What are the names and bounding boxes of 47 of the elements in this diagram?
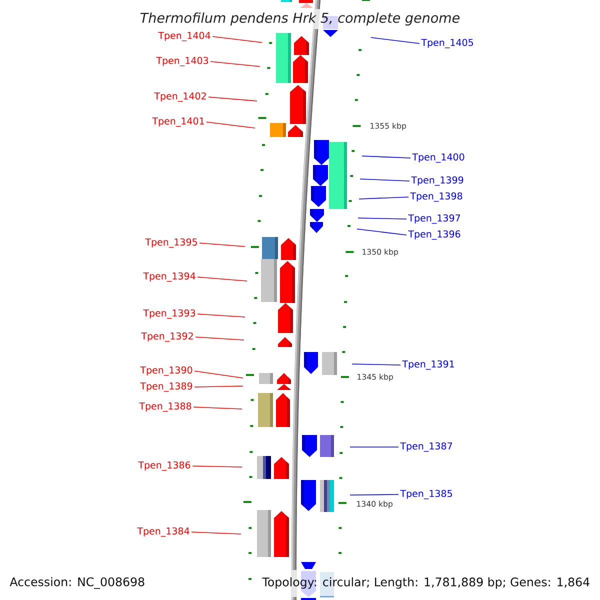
accession-text: Accession: NC_008698 [10,577,144,589]
leader-line [358,196,409,200]
gene-label: Tpen_1402 [154,92,206,102]
leader-line [197,314,246,318]
gene-label: Tpen_1390 [140,366,192,376]
gene-label: Tpen_1395 [145,238,197,248]
leader-line [208,96,258,102]
leader-line [195,336,244,340]
gene-label: Tpen_1386 [138,461,190,471]
gene-label: Tpen_1384 [137,527,190,537]
leader-line [192,466,242,468]
gene-label: Tpen_1404 [158,32,210,42]
leader-line [362,156,411,158]
gene-label: Tpen_1394 [143,272,196,282]
leader-line [352,364,401,366]
gene-label: Tpen_1403 [156,56,208,66]
leader-line [199,242,246,247]
leader-line [210,61,260,67]
leader-line [350,494,399,496]
leader-line [206,122,256,128]
gene-label: Tpen_1399 [411,176,464,186]
gene-label: Tpen_1401 [152,117,204,127]
gene-label: Tpen_1397 [408,214,460,224]
leader-line [194,370,244,378]
leader-line [370,37,420,44]
gene-label: Tpen_1398 [410,192,462,202]
gene-label: Tpen_1400 [412,153,464,163]
leader-line [191,532,242,534]
gene-label: Tpen_1405 [421,38,473,48]
leader-line [212,36,262,43]
leader-line [194,386,244,388]
gene-label: Tpen_1388 [139,402,192,412]
gene-label: Tpen_1385 [400,490,452,500]
genome-info-text: Topology: circular; Length: 1,781,889 bp; Genes: 1,864 [262,577,590,589]
leader-line [193,406,242,410]
leader-line [356,228,407,236]
gene-label: Tpen_1396 [408,230,460,240]
leader-line [350,446,399,448]
leader-line [358,218,407,220]
leader-line [197,276,248,282]
gene-label: Tpen_1389 [140,382,192,392]
gene-label: Tpen_1391 [402,360,454,370]
gene-label: Tpen_1387 [400,442,452,452]
gene-label: Tpen_1393 [143,309,196,319]
gene-label: Tpen_1392 [141,332,193,342]
title: Thermofilum pendens Hrk 5, complete genome [140,12,460,26]
leader-line [360,178,410,182]
